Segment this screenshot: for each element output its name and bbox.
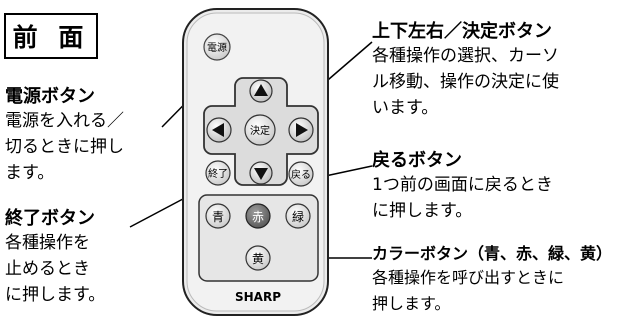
blue-button-label: 青 xyxy=(212,210,224,224)
down-arrow-icon xyxy=(254,168,268,180)
back-button[interactable]: 戻る xyxy=(288,161,314,187)
yellow-button-label: 黄 xyxy=(252,252,264,266)
right-arrow-icon xyxy=(296,123,308,137)
power-heading: 電源ボタン xyxy=(5,86,95,107)
end-button[interactable]: 終了 xyxy=(205,160,231,186)
end-desc-line: 各種操作を xyxy=(5,233,90,253)
power-callout: 電源ボタン 電源を入れる／ 切るときに押し ます。 xyxy=(5,86,124,186)
dpad-heading: 上下左右／決定ボタン xyxy=(372,21,552,42)
up-button[interactable] xyxy=(249,79,273,103)
back-desc-line: 1つ前の画面に戻るとき xyxy=(372,175,553,195)
end-button-label: 終了 xyxy=(208,167,228,180)
brand-logo: SHARP xyxy=(235,290,281,304)
left-button[interactable] xyxy=(206,117,232,143)
back-desc-line: に押します。 xyxy=(372,201,473,221)
end-desc-line: に押します。 xyxy=(5,285,106,305)
page-title: 前 面 xyxy=(4,13,98,59)
back-heading: 戻るボタン xyxy=(372,150,462,171)
power-button[interactable]: 電源 xyxy=(203,33,231,61)
end-desc-line: 止めるとき xyxy=(5,259,90,279)
red-button[interactable]: 赤 xyxy=(245,203,271,229)
green-button[interactable]: 緑 xyxy=(285,203,311,229)
ok-button-label: 決定 xyxy=(250,124,270,137)
right-button[interactable] xyxy=(288,117,314,143)
dpad-callout: 上下左右／決定ボタン 各種操作の選択、カーソ ル移動、操作の決定に使 います。 xyxy=(372,21,559,121)
back-button-label: 戻る xyxy=(291,168,311,181)
color-desc-line: 各種操作を呼び出すときに xyxy=(372,268,565,287)
power-desc-line: ます。 xyxy=(5,163,55,183)
blue-button[interactable]: 青 xyxy=(205,203,231,229)
green-button-label: 緑 xyxy=(292,209,304,224)
dpad-desc-line: ル移動、操作の決定に使 xyxy=(372,72,559,92)
dpad-desc-line: います。 xyxy=(372,98,439,118)
yellow-button[interactable]: 黄 xyxy=(245,245,271,271)
left-arrow-icon xyxy=(212,123,224,137)
ok-button[interactable]: 決定 xyxy=(244,114,276,146)
end-heading: 終了ボタン xyxy=(5,208,95,229)
back-callout: 戻るボタン 1つ前の画面に戻るとき に押します。 xyxy=(372,150,553,224)
dpad-desc-line: 各種操作の選択、カーソ xyxy=(372,46,559,66)
color-heading: カラーボタン（青、赤、緑、黄） xyxy=(372,244,613,263)
red-button-label: 赤 xyxy=(252,210,264,224)
power-desc-line: 切るときに押し xyxy=(5,137,124,157)
down-button[interactable] xyxy=(249,161,273,185)
end-callout: 終了ボタン 各種操作を 止めるとき に押します。 xyxy=(5,208,105,308)
up-arrow-icon xyxy=(254,84,268,96)
color-desc-line: 押します。 xyxy=(372,294,451,313)
color-callout: カラーボタン（青、赤、緑、黄） 各種操作を呼び出すときに 押します。 xyxy=(372,243,612,317)
power-desc-line: 電源を入れる／ xyxy=(5,111,124,131)
power-button-label: 電源 xyxy=(207,41,227,54)
